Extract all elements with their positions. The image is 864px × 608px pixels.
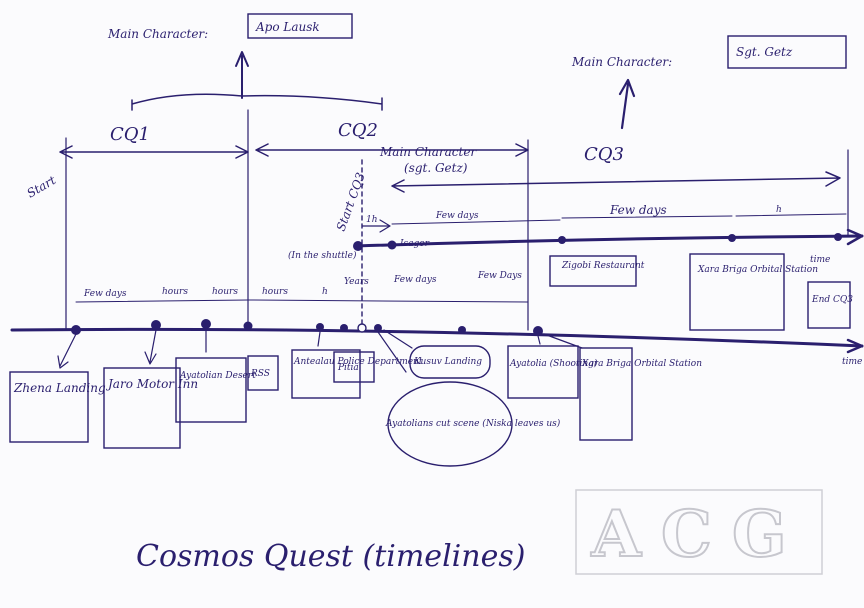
connector-kusuv [383,329,413,349]
main-node-cutscene [458,326,466,334]
upper-interval-line-1 [391,219,561,225]
upper-interval-4: h [776,205,782,215]
segment-cq2: CQ2 [338,120,378,141]
upper-interval-2: Few days [435,211,479,221]
main-node-zhena [71,325,81,335]
main-node-rss [243,321,253,331]
upper-interval-line-2 [561,215,733,219]
main-event-box-zhena [9,371,89,443]
main-character-box-2 [727,35,847,69]
main-event-box-xara [579,347,633,441]
segment-cq3: CQ3 [584,144,624,165]
upper-interval-1: 1h [366,215,378,225]
main-time-label: time [842,357,862,367]
upper-event-box-end [807,281,851,329]
main-node-jaro [151,320,161,330]
interval-1h-arrow [361,219,391,233]
main-event-box-rss [247,355,279,391]
main-character-label-2: Main Character: [571,55,672,69]
main-node-desert [201,319,211,329]
upper-event-zigobi: Zigobi Restaurant [561,261,645,271]
watermark-frame [575,489,823,575]
upper-interval-3: Few days [609,203,667,217]
main-interval-1: Few days [83,289,127,299]
main-event-jaro: Jaro Motor Inn [105,377,198,391]
main-node-police [316,323,324,331]
connector-jaro [144,329,157,365]
connector-ayatolia [537,335,541,345]
main-character-name-1: Apo Lausk [255,20,320,34]
upper-time-label: time [810,255,830,265]
upper-event-box-xara [689,253,785,331]
upper-interval-line-3 [735,213,847,217]
cq1-span-arrow [59,145,249,159]
main-event-box-jaro [103,367,181,449]
connector-cutscene [377,331,407,373]
main-timeline-arrow [846,338,864,354]
main-event-cutscene: Ayatolians cut scene (Niska leaves us) [385,418,561,429]
main-character-label-1: Main Character: [107,27,208,41]
cq3-node-end [834,233,842,241]
main-event-box-kusuv [409,345,491,379]
acg-watermark: ACG [575,489,823,575]
main-interval-3: hours [212,287,238,297]
main-event-pitia: Pitia [337,363,359,373]
cq3-node-zigobi [558,236,566,244]
arrow-up-icon [235,51,249,99]
main-node-kusuv [374,324,382,332]
upper-event-xara: Xara Briga Orbital Station [697,265,818,275]
start-label: Start [25,173,59,201]
start-cq3-label: Start CQ3 [334,170,368,233]
main-event-box-cutscene [387,381,513,467]
arrow-up-icon-2 [618,78,636,130]
main-character-box-1 [247,13,353,39]
connector-zhena [57,333,77,369]
main-event-desert: Ayatolian Desert [179,371,256,381]
main-event-kusuv: Kusuv Landing [413,357,482,367]
connector-xara [543,333,583,349]
main-event-rss: RSS [250,369,270,379]
segment-cq1: CQ1 [110,124,150,145]
main-character-name-2: Sgt. Getz [736,45,793,59]
main-event-zhena: Zhena Landing [13,381,106,395]
main-event-box-pitia [333,351,375,383]
cq3-timeline-arrow [846,228,864,246]
main-interval-5: h [322,287,328,297]
main-interval-6: Years [344,277,369,287]
main-event-ayatolia: Ayatolia (Shooting) [509,358,598,369]
main-interval-8: Few Days [477,271,522,281]
main-event-box-police [291,349,361,399]
main-interval-7: Few days [393,275,437,285]
cq3-timeline [354,234,864,248]
in-shuttle-label: (In the shuttle) [288,250,357,261]
main-node-years-gap [357,323,367,333]
main-character-label-3: Main Character [379,145,477,159]
main-event-box-desert [175,357,247,423]
connector-police [317,331,321,347]
main-character-name-3: (sgt. Getz) [404,161,468,175]
main-interval-2: hours [162,287,188,297]
cq1-cq2-brace [131,93,383,111]
upper-event-box-zigobi [549,255,637,287]
main-event-box-ayatolia [507,345,579,399]
main-node-ayatolia [533,326,543,336]
diagram-title: Cosmos Quest (timelines) [136,539,525,574]
cq3-node-isagor [387,240,397,250]
cq3-node-start [353,241,363,251]
cq3-span-arrow [391,171,841,193]
upper-event-isagor: Isagor [399,239,430,249]
main-node-pitia [340,324,348,332]
main-event-xara: Xara Briga Orbital Station [581,359,702,369]
cq3-node-xara [728,234,736,242]
main-interval-4: hours [262,287,288,297]
upper-event-end: End CQ3 [811,295,853,305]
watermark-text: ACG [590,497,806,572]
main-event-police: Antealau Police Department [293,357,423,367]
main-timeline [10,327,864,348]
main-interval-line [75,299,529,303]
